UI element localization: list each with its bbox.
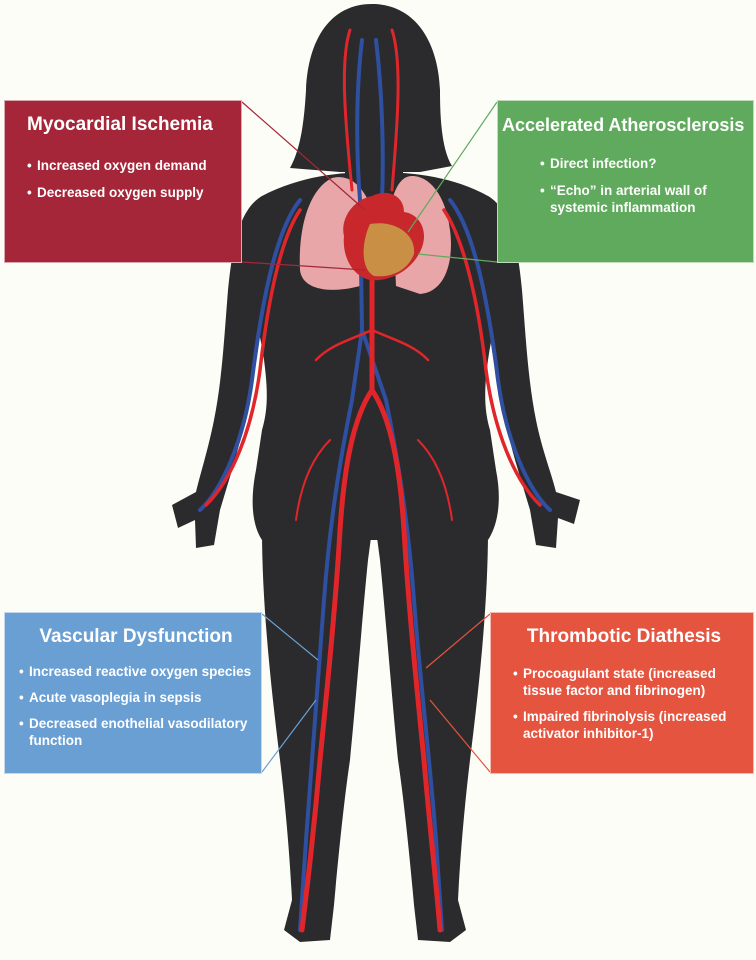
list-item: “Echo” in arterial wall of systemic infl… [540, 182, 747, 216]
list-item: Direct infection? [540, 155, 747, 172]
list-item: Decreased enothelial vasodilatory functi… [19, 715, 253, 749]
vascular-dysfunction-box: Vascular Dysfunction Increased reactive … [4, 612, 262, 774]
accelerated-atherosclerosis-title: Accelerated Atherosclerosis [502, 115, 745, 135]
list-item: Decreased oxygen supply [27, 184, 227, 201]
thrombotic-diathesis-title: Thrombotic Diathesis [526, 626, 722, 647]
thrombotic-diathesis-box: Thrombotic Diathesis Procoagulant state … [490, 612, 754, 774]
list-item: Increased reactive oxygen species [19, 663, 253, 680]
connector-lines [241, 101, 498, 773]
myocardial-ischemia-title: Myocardial Ischemia [27, 114, 213, 135]
accelerated-atherosclerosis-box: Accelerated Atherosclerosis Direct infec… [497, 100, 754, 263]
vascular-dysfunction-title: Vascular Dysfunction [39, 626, 233, 647]
accelerated-atherosclerosis-list: Direct infection? “Echo” in arterial wal… [540, 155, 747, 216]
vascular-dysfunction-list: Increased reactive oxygen species Acute … [19, 663, 253, 749]
arteries [204, 28, 542, 933]
athero-connector [407, 101, 498, 233]
myocardial-ischemia-box: Myocardial Ischemia Increased oxygen dem… [4, 100, 242, 263]
list-item: Procoagulant state (increased tissue fac… [513, 665, 745, 699]
vascular-connector [261, 613, 319, 661]
list-item: Increased oxygen demand [27, 157, 227, 174]
thrombotic-connector [425, 613, 491, 669]
heart [343, 192, 425, 281]
ischemia-connector [241, 101, 366, 211]
thrombotic-diathesis-list: Procoagulant state (increased tissue fac… [513, 665, 745, 742]
myocardial-ischemia-list: Increased oxygen demand Decreased oxygen… [27, 157, 227, 201]
list-item: Acute vasoplegia in sepsis [19, 689, 253, 706]
list-item: Impaired fibrinolysis (increased activat… [513, 708, 745, 742]
